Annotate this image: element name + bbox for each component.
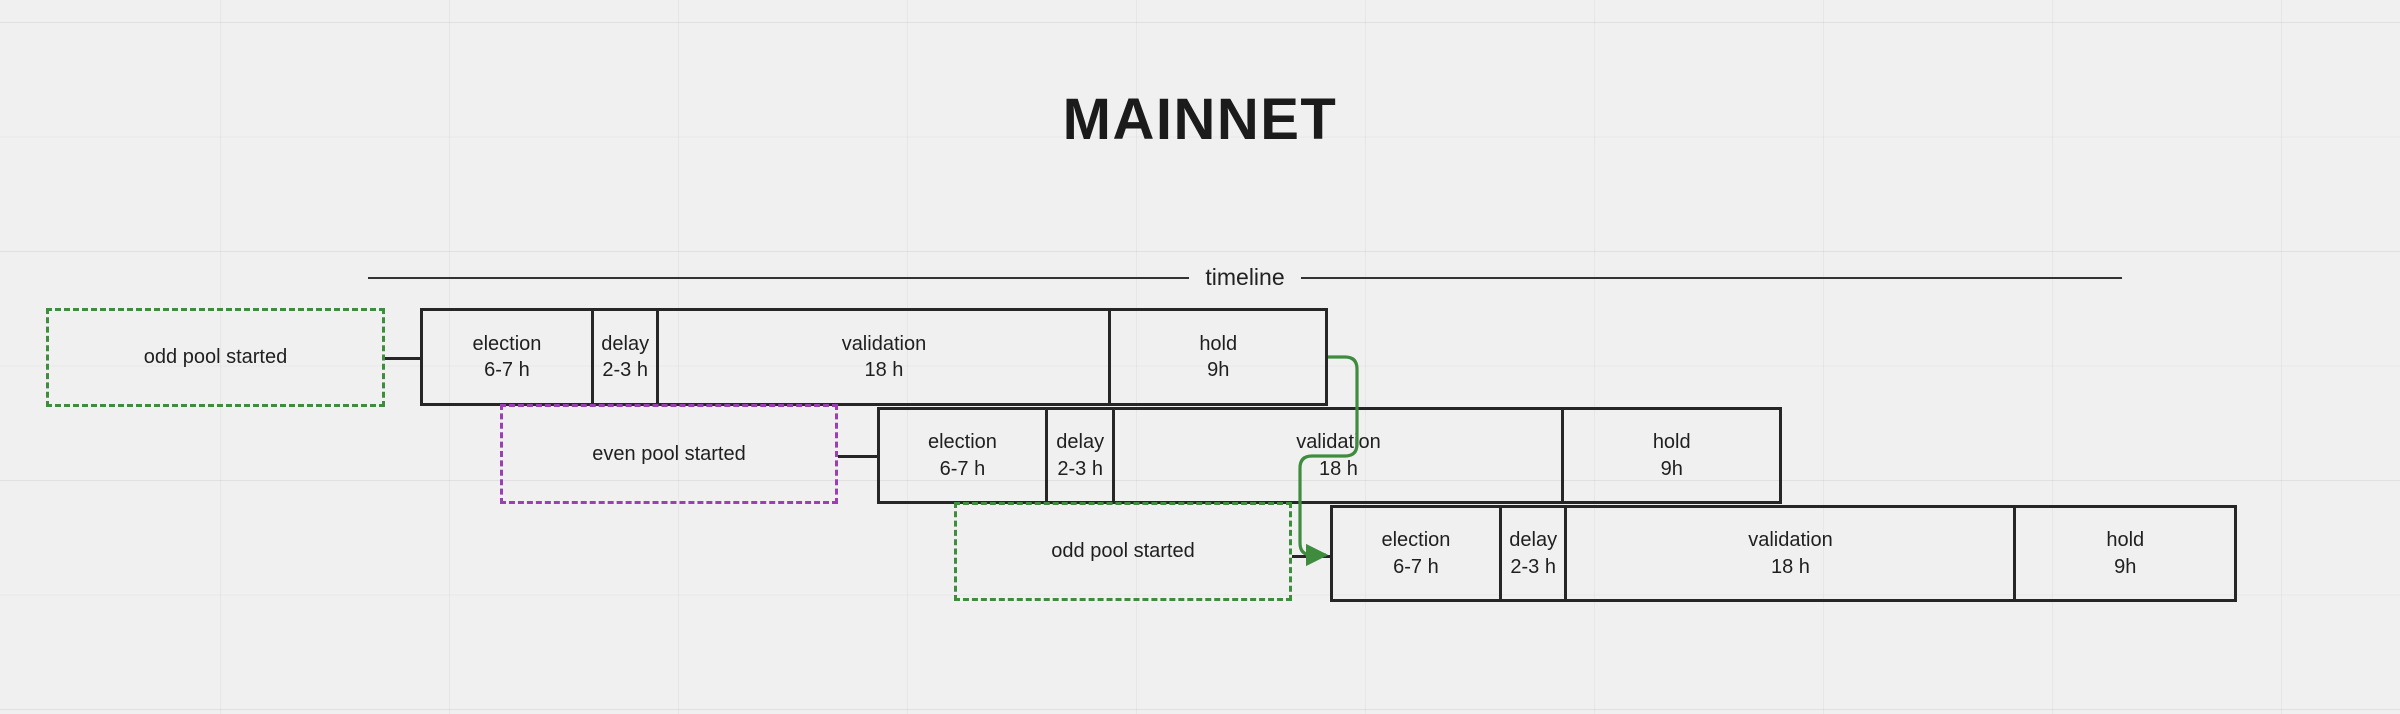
callout-label: odd pool started [143,346,288,368]
phase-label: hold [1652,431,1691,454]
phase-segment-validation[interactable]: validation 18 h [1567,508,2017,599]
phase-duration: 2-3 h [1057,457,1103,480]
timeline-axis-line-right [1300,277,2123,279]
page-title: MAINNET [1062,87,1338,152]
phase-segment-delay[interactable]: delay 2-3 h [1502,508,1568,599]
phase-row-1: election 6-7 h delay 2-3 h validation 18… [420,308,1328,406]
phase-label: election [927,431,997,454]
callout-even-pool-started: even pool started [500,404,838,504]
phase-duration: 2-3 h [602,359,648,381]
phase-duration: 9h [2114,555,2137,578]
callout-label: even pool started [592,442,746,465]
callout-odd-pool-started-2: odd pool started [954,502,1292,601]
phase-duration: 6-7 h [484,359,530,381]
timeline-axis-line-left [368,277,1190,279]
phase-row-3: election 6-7 h delay 2-3 h validation 18… [1330,505,2237,602]
phase-segment-delay[interactable]: delay 2-3 h [1048,410,1116,501]
phase-segment-election[interactable]: election 6-7 h [423,311,594,403]
phase-duration: 18 h [1771,555,1810,578]
phase-segment-election[interactable]: election 6-7 h [1333,508,1502,599]
phase-label: validation [841,332,927,355]
callout-leader-line-3 [1292,555,1330,558]
phase-duration: 6-7 h [1393,555,1439,578]
phase-duration: 18 h [1318,457,1358,480]
phase-duration: 2-3 h [1510,555,1556,578]
phase-segment-validation[interactable]: validation 18 h [659,311,1112,403]
phase-segment-election[interactable]: election 6-7 h [880,410,1048,501]
phase-label: validation [1748,529,1833,552]
phase-duration: 6-7 h [939,457,986,480]
phase-segment-validation[interactable]: validation 18 h [1115,410,1565,501]
phase-label: delay [1509,529,1558,552]
phase-label: hold [2106,529,2145,552]
phase-duration: 9h [1207,359,1230,381]
phase-segment-hold[interactable]: hold 9h [1564,410,1779,501]
timeline-axis: timeline [368,262,2123,294]
phase-label: hold [1199,332,1238,355]
timeline-axis-label: timeline [1205,263,1285,290]
phase-label: delay [1056,431,1105,454]
phase-duration: 18 h [864,359,904,381]
phase-label: election [472,332,542,355]
phase-duration: 9h [1660,457,1683,480]
phase-label: election [1381,529,1451,552]
phase-label: delay [601,332,650,355]
phase-segment-hold[interactable]: hold 9h [2016,508,2234,599]
callout-leader-line-2 [838,455,877,458]
callout-label: odd pool started [1051,540,1195,562]
phase-row-2: election 6-7 h delay 2-3 h validation 18… [877,407,1782,504]
phase-segment-hold[interactable]: hold 9h [1111,311,1325,403]
callout-leader-line-1 [385,357,420,360]
callout-odd-pool-started-1: odd pool started [46,308,385,407]
phase-label: validation [1296,431,1381,454]
phase-segment-delay[interactable]: delay 2-3 h [594,311,660,403]
